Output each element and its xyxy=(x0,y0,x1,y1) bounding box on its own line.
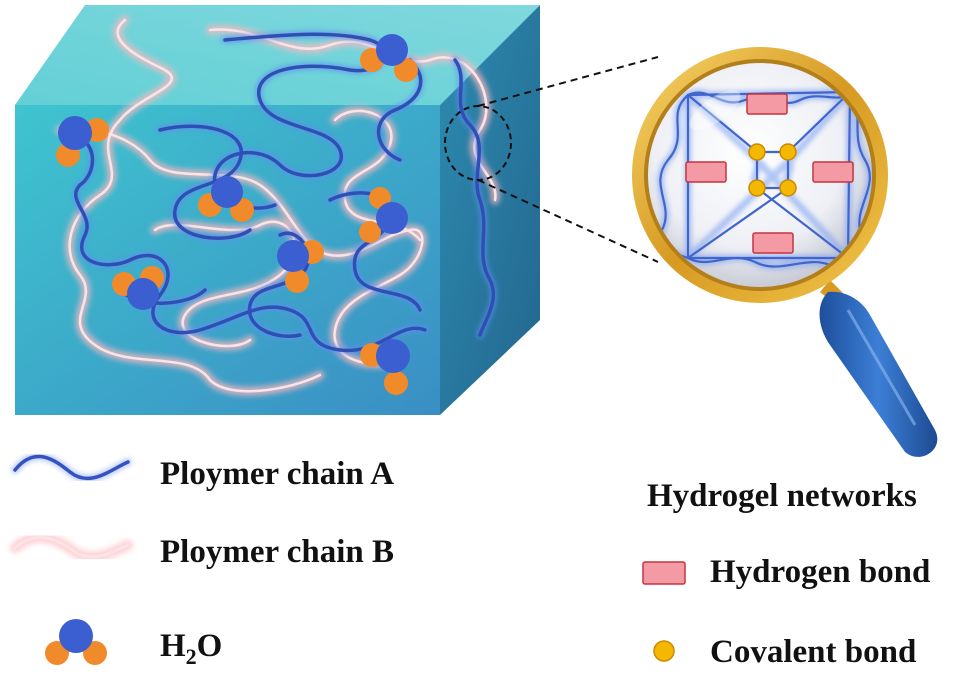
water-molecule-icon xyxy=(45,619,107,665)
hydrogen-bond-icon xyxy=(752,232,794,254)
legend-water-label: H2O xyxy=(160,628,223,668)
hydrogel-networks-title: Hydrogel networks xyxy=(647,478,917,514)
covalent-bonds xyxy=(748,143,797,197)
water-molecule-icon xyxy=(198,176,254,222)
water-o-text: O xyxy=(196,628,223,664)
covalent-bond-icon xyxy=(748,143,766,161)
water-molecule-icon xyxy=(112,266,164,310)
magnifier-lens xyxy=(648,63,872,287)
water-h-text: H xyxy=(160,628,186,664)
legend-covalent-bond-label: Covalent bond xyxy=(710,634,917,670)
hydrogen-bond-icon xyxy=(642,561,686,585)
legend-icons xyxy=(10,452,686,665)
magnifier-icon xyxy=(632,47,938,457)
hydrogen-bond-icon xyxy=(812,161,854,183)
hydrogen-bond-icon xyxy=(685,161,727,183)
water-molecule-icon xyxy=(56,116,109,167)
covalent-bond-icon xyxy=(779,179,797,197)
water-molecule-icon xyxy=(277,240,324,293)
water-molecules xyxy=(56,34,418,395)
legend-chain-a-label: Ploymer chain A xyxy=(160,456,395,492)
hydrogen-bond-icon xyxy=(746,93,788,115)
water-molecule-icon xyxy=(359,187,408,243)
legend-chain-b-label: Ploymer chain B xyxy=(160,534,395,570)
water-molecule-icon xyxy=(360,339,410,395)
chain-b-legend-icon xyxy=(10,532,133,562)
covalent-bond-icon xyxy=(779,143,797,161)
water-subscript: 2 xyxy=(185,644,197,669)
chain-a-legend-icon xyxy=(11,452,132,483)
zoom-indicator xyxy=(444,56,659,263)
magnifier-handle xyxy=(819,280,938,457)
legend-hydrogen-bond-label: Hydrogen bond xyxy=(710,554,931,590)
covalent-bond-icon xyxy=(748,179,766,197)
polymer-chain-a-network xyxy=(71,30,498,355)
water-molecule-icon xyxy=(360,34,418,82)
covalent-bond-icon xyxy=(653,640,675,662)
zoom-line-bottom xyxy=(477,179,659,263)
hydrogen-bonds xyxy=(685,93,854,254)
